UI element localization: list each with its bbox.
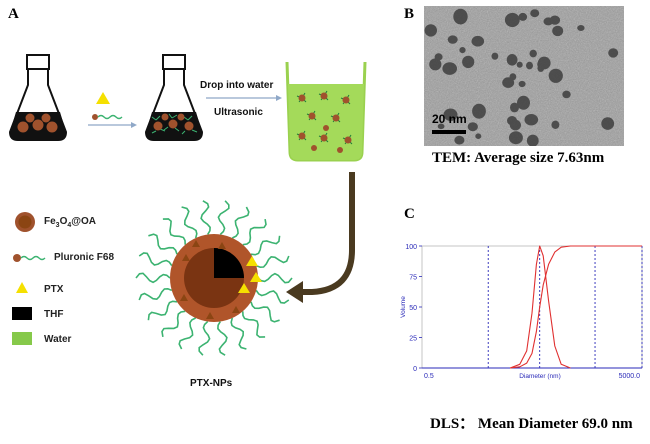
flask-2: [144, 54, 204, 141]
tem-nanoparticle: [454, 135, 465, 145]
add-reagents-arrow: [88, 92, 137, 128]
tem-nanoparticle: [455, 12, 463, 18]
tem-nanoparticle: [471, 35, 485, 47]
panel-c-letter: C: [404, 206, 415, 222]
tem-nanoparticle: [577, 25, 585, 31]
cumulative-curve: [510, 245, 642, 369]
tem-nanoparticle: [601, 117, 615, 130]
tem-nanoparticle: [472, 103, 486, 119]
pluronic-chain: [148, 233, 178, 255]
panel-a-scheme: [8, 54, 367, 356]
tem-nanoparticle: [518, 12, 528, 21]
tem-nanoparticle: [429, 58, 442, 71]
tem-nanoparticle: [509, 119, 521, 131]
pluronic-chain: [217, 321, 228, 356]
tem-nanoparticle: [517, 95, 530, 110]
pluronic-chain: [230, 317, 247, 350]
tem-nanoparticle: [552, 25, 564, 37]
y-tick-label: 0: [413, 366, 417, 373]
y-axis-label: Volume: [400, 296, 407, 318]
pluronic-chain: [255, 255, 290, 269]
tem-nanoparticle: [491, 52, 499, 60]
y-tick-label: 25: [409, 336, 417, 343]
distribution-curve: [509, 245, 571, 369]
tem-nanoparticle: [537, 64, 545, 72]
dls-caption: DLS： Mean Diameter 69.0 nm: [430, 416, 633, 432]
tem-nanoparticle: [447, 35, 458, 44]
tem-nanoparticle: [437, 123, 445, 130]
drop-into-water-arrow: [206, 95, 282, 101]
pluronic-chain: [138, 287, 173, 301]
tem-nanoparticle: [424, 24, 437, 37]
tem-nanoparticle: [526, 134, 539, 146]
pluronic-chain: [231, 206, 250, 239]
pluronic-chain: [242, 218, 267, 246]
pluronic-chain: [250, 301, 280, 323]
tem-nanoparticle: [529, 49, 537, 58]
tem-nanoparticle: [508, 131, 523, 145]
pluronic-chain: [161, 310, 186, 338]
pluronic-chain: [178, 317, 197, 350]
tem-nanoparticle: [510, 102, 519, 113]
pluronic-chain: [198, 321, 211, 356]
tem-nanoparticle: [506, 54, 518, 66]
legend-pluronic-label: Pluronic F68: [54, 252, 115, 263]
tem-nanoparticle: [442, 62, 457, 75]
tem-nanoparticle: [459, 47, 466, 54]
scale-bar-label: 20 nm: [432, 112, 467, 126]
flask-1: [8, 54, 68, 141]
y-tick-label: 50: [409, 305, 417, 312]
legend-fe3o4-label: Fe3O4@OA: [44, 216, 97, 229]
legend-water-label: Water: [44, 334, 72, 345]
pluronic-chain: [138, 252, 173, 267]
panel-a-letter: A: [8, 6, 19, 22]
tem-nanoparticle: [543, 17, 554, 26]
tem-nanoparticle: [434, 53, 443, 61]
y-tick-label: 75: [409, 275, 417, 282]
pluronic-chain: [147, 300, 178, 321]
tem-nanoparticle: [502, 77, 515, 88]
tem-nanoparticle: [475, 133, 482, 139]
tem-nanoparticle: [467, 122, 478, 132]
pluronic-chain: [162, 218, 186, 245]
legend-ptx-label: PTX: [44, 284, 64, 295]
tem-nanoparticle: [526, 61, 533, 70]
tem-nanoparticle: [608, 48, 619, 58]
y-tick-label: 100: [405, 244, 417, 251]
pluronic-chain: [200, 200, 211, 235]
x-tick-label-max: 5000.0: [619, 373, 641, 380]
pluronic-chain: [250, 235, 281, 256]
tem-image: [424, 6, 624, 146]
ptx-nps-label: PTX-NPs: [190, 378, 233, 389]
ultrasonic-label: Ultrasonic: [214, 107, 263, 118]
beaker: [285, 61, 367, 162]
tem-nanoparticle: [504, 12, 520, 28]
tem-nanoparticle: [516, 61, 523, 68]
tem-nanoparticle: [518, 80, 526, 88]
curved-arrow: [286, 172, 355, 303]
tem-nanoparticle: [548, 68, 563, 83]
scale-bar: [432, 130, 466, 134]
tem-nanoparticle: [524, 114, 539, 126]
pluronic-chain: [255, 289, 290, 304]
pluronic-chain: [135, 272, 171, 284]
tem-nanoparticle: [551, 120, 560, 129]
tem-caption: TEM: Average size 7.63nm: [432, 150, 605, 166]
x-tick-label-min: 0.5: [424, 373, 434, 380]
pluronic-chain: [257, 272, 293, 284]
pluronic-chain: [242, 311, 266, 338]
drop-into-water-label: Drop into water: [200, 80, 274, 91]
legend-icons: [12, 212, 46, 345]
tem-nanoparticle: [530, 9, 540, 18]
panel-b-letter: B: [404, 6, 415, 22]
ptx-nanoparticle: [135, 200, 293, 356]
pluronic-chain: [181, 206, 198, 239]
dls-chart: 0 25 50 75 100 0.5 5000.0 Diameter (nm) Volume: [400, 244, 643, 380]
x-axis-label: Diameter (nm): [519, 373, 561, 380]
tem-nanoparticle: [562, 90, 571, 99]
legend-thf-label: THF: [44, 309, 64, 320]
tem-nanoparticle: [443, 108, 458, 121]
tem-nanoparticle: [462, 55, 475, 69]
pluronic-chain: [217, 200, 230, 235]
